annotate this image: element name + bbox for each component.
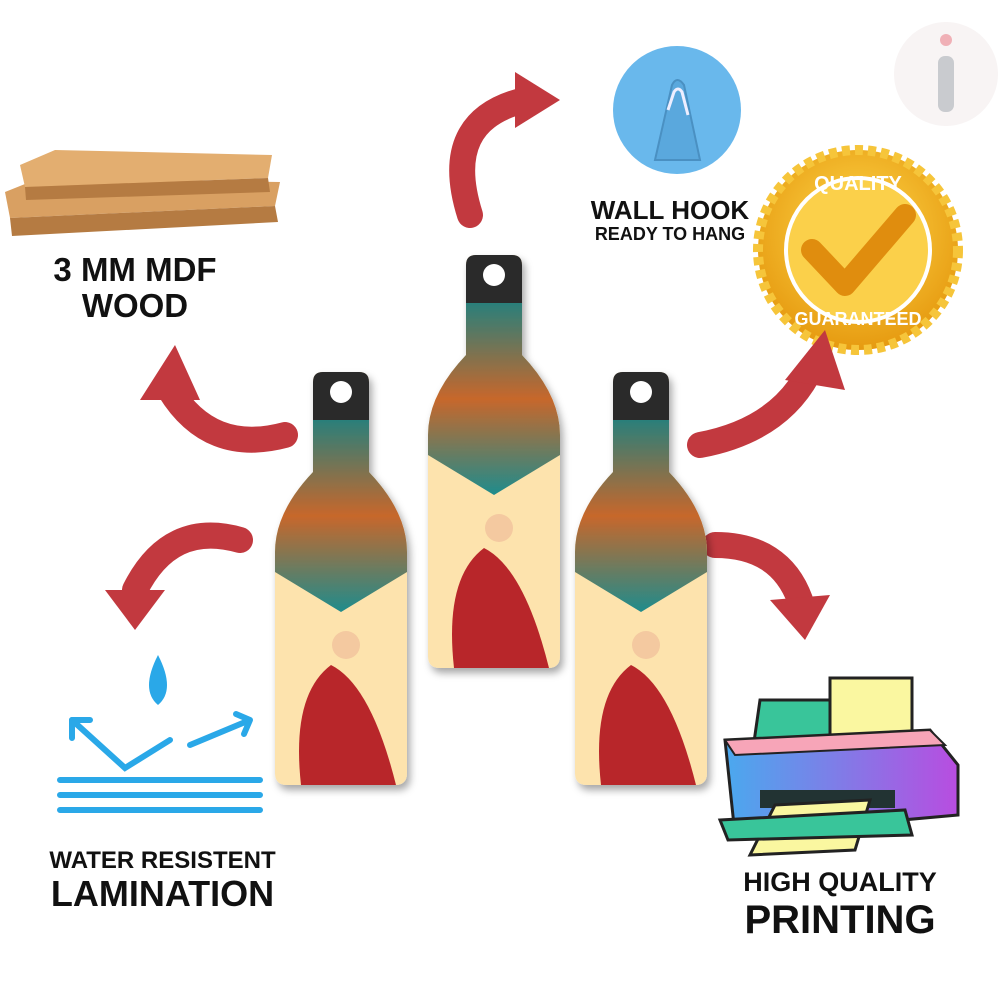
brand-logo: [894, 22, 998, 126]
water-line1: WATER RESISTENT: [49, 847, 276, 874]
water-resistant-icon: [57, 655, 263, 813]
printer-icon: [717, 676, 960, 857]
bottle-center: [428, 255, 560, 668]
water-line2: LAMINATION: [50, 873, 275, 915]
arrow-to-water: [122, 522, 253, 603]
arrow-to-wood: [157, 377, 298, 453]
wall-hook-subtitle: READY TO HANG: [594, 223, 746, 244]
water-label: WATER RESISTENT LAMINATION: [30, 847, 295, 915]
printing-line2: PRINTING: [744, 897, 936, 942]
printing-line1: HIGH QUALITY: [743, 867, 937, 897]
wall-hook-title: WALL HOOK: [590, 195, 750, 225]
printing-label: HIGH QUALITY PRINTING: [720, 867, 960, 942]
mdf-line2: WOOD: [81, 287, 189, 325]
arrow-to-hook: [449, 87, 538, 228]
bottle-products: [275, 255, 707, 785]
arrowheads: [105, 72, 845, 640]
wall-hook-label: WALL HOOK READY TO HANG: [570, 196, 770, 244]
mdf-wood-label: 3 MM MDF WOOD: [20, 251, 250, 325]
wall-hook-icon: [613, 46, 741, 174]
bottle-right: [575, 372, 707, 785]
quality-seal-icon: QUALITY GUARANTEED: [753, 145, 963, 355]
mdf-line1: 3 MM MDF: [53, 251, 217, 288]
quality-seal-bottom-text: GUARANTEED: [794, 309, 921, 329]
arrow-to-printer: [702, 532, 813, 613]
quality-seal-top-text: QUALITY: [814, 173, 902, 195]
wood-planks-icon: [5, 150, 280, 236]
